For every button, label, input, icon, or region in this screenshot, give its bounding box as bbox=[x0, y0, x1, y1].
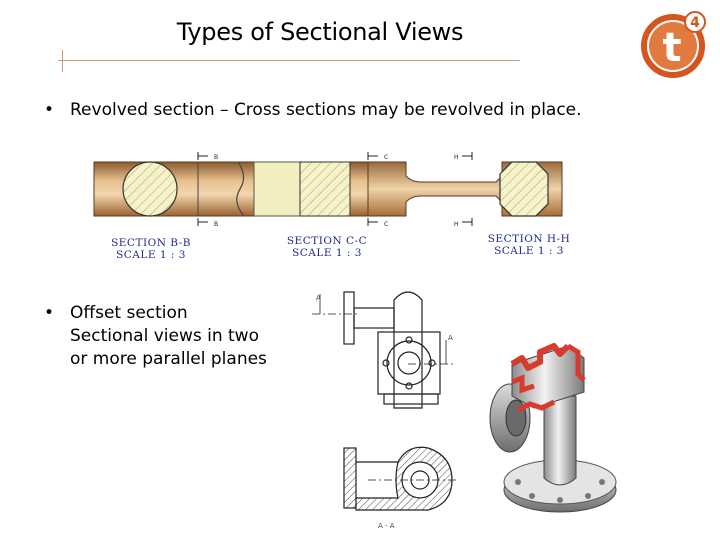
bullet-offset-section: • Offset section Sectional views in two … bbox=[44, 302, 304, 382]
section-c-label: SECTION C-C SCALE 1 : 3 bbox=[272, 235, 382, 259]
t4-logo: t 4 bbox=[636, 6, 714, 80]
title-underline bbox=[58, 60, 520, 61]
cut-marker: H bbox=[454, 221, 459, 228]
section-scale: SCALE 1 : 3 bbox=[292, 247, 362, 259]
revolved-section-figure: B B C C H H bbox=[88, 148, 578, 268]
slide-title: Types of Sectional Views bbox=[176, 18, 464, 46]
section-c-hatch bbox=[299, 161, 351, 217]
cut-marker: B bbox=[214, 154, 218, 161]
cut-marker: H bbox=[454, 154, 459, 161]
section-title: SECTION H-H bbox=[487, 233, 571, 245]
cut-marker: C bbox=[384, 221, 388, 228]
bullet-text-block: Offset section Sectional views in two or… bbox=[70, 302, 267, 371]
section-scale: SCALE 1 : 3 bbox=[116, 249, 186, 261]
section-h-octagon bbox=[499, 161, 549, 217]
section-title: SECTION B-B bbox=[111, 237, 191, 249]
section-title: SECTION C-C bbox=[286, 235, 368, 247]
bullet-dot: • bbox=[44, 303, 55, 323]
bullet-text: Revolved section – Cross sections may be… bbox=[70, 100, 582, 120]
cut-face-top bbox=[510, 343, 571, 371]
section-b-circle bbox=[122, 161, 178, 217]
cut-face-side bbox=[511, 374, 535, 394]
offset-section-3d-model bbox=[478, 300, 638, 538]
bullet-line: Offset section bbox=[70, 303, 188, 323]
logo-superscript: 4 bbox=[690, 15, 700, 31]
bullet-revolved-section: • Revolved section – Cross sections may … bbox=[44, 99, 664, 123]
section-h-label: SECTION H-H SCALE 1 : 3 bbox=[474, 233, 584, 257]
cut-marker: A bbox=[448, 334, 453, 342]
cut-marker: B bbox=[214, 221, 218, 228]
title-underline-tick bbox=[62, 50, 63, 72]
section-b-label: SECTION B-B SCALE 1 : 3 bbox=[96, 237, 206, 261]
bullet-line: or more parallel planes bbox=[70, 349, 267, 369]
view-label: A - A bbox=[378, 522, 395, 530]
cut-marker: C bbox=[384, 154, 388, 161]
bullet-line: Sectional views in two bbox=[70, 326, 259, 346]
logo-letter: t bbox=[662, 25, 681, 71]
section-scale: SCALE 1 : 3 bbox=[494, 245, 564, 257]
cut-marker: A bbox=[316, 294, 321, 302]
break-line bbox=[236, 161, 245, 217]
offset-section-drawing: A A A - A bbox=[308, 284, 468, 536]
bullet-dot: • bbox=[44, 100, 55, 120]
